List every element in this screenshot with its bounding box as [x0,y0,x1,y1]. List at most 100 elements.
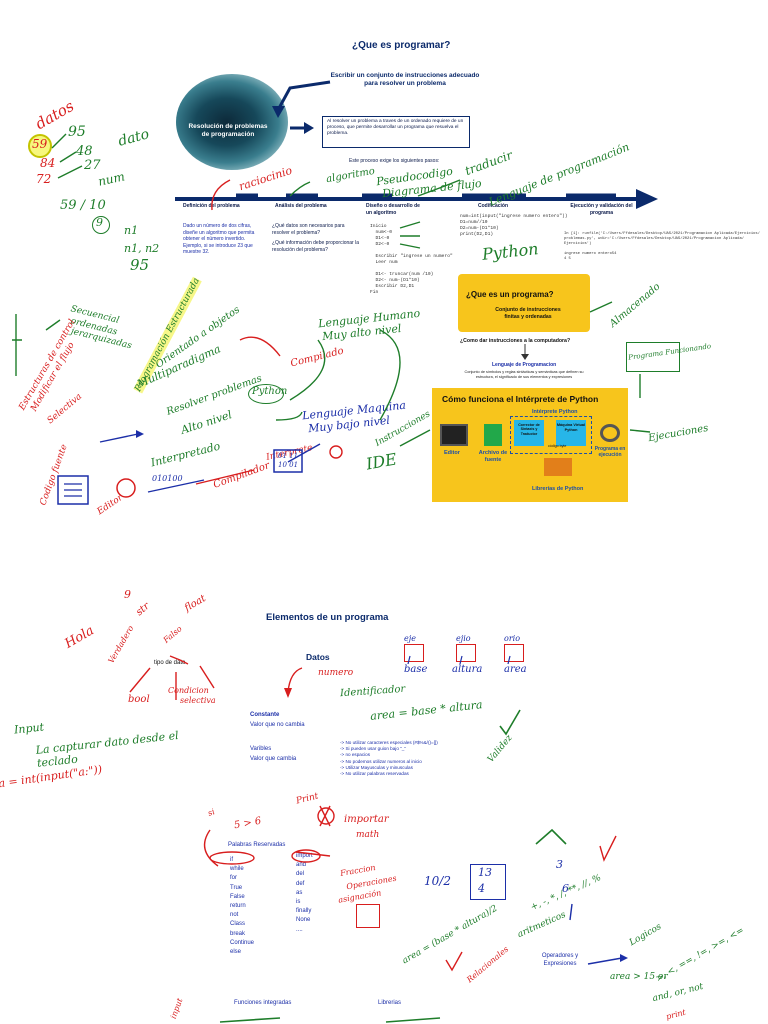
python-item-syntax: Corrector de Sintaxis y Traductor [518,423,540,436]
definition-box [322,116,470,148]
rules-list: -> No utilizar caracteres especiales (#$… [340,740,438,777]
hw-box-label-2: ejio [456,634,471,643]
reserved-word: Continue [230,939,255,946]
cloud-image [176,74,288,170]
reserved-word: .... [296,926,303,933]
reserved-word: not [230,912,239,919]
hw-5910: 59 / 10 [60,198,106,213]
hw-56: importar [344,814,389,825]
python-title: Cómo funciona el Intérprete de Python [442,394,599,404]
console-line: 4 5 [564,257,571,261]
reserved-word: for [230,875,238,882]
datos-label: Datos [306,652,330,662]
python-interp: Intérprete Python [532,409,578,415]
reserved-word: and [296,862,307,869]
code-line: D1<- truncar(num /10) [370,272,434,277]
editor-icon [440,424,468,446]
comm-question: ¿Como dar instrucciones a la computadora… [460,338,571,344]
analysis-q2: ¿Qué información debe proporcionar la re… [272,240,359,253]
reserved-word: finally [296,908,312,915]
hw-10-2: 10/2 [424,874,451,888]
hw-area: area [504,664,527,675]
code-line: D1<-0 [370,236,390,241]
rule-item: -> no espacios [340,752,371,758]
reserved-word: else [230,949,242,956]
card-text: Conjunto de instrucciones finitas y orde… [495,307,561,320]
syntax-box [514,420,544,446]
python-item-file: Archivo de fuente [478,450,508,463]
hw-box-label-1: eje [404,634,416,643]
reserved-word: is [296,899,301,906]
reserved-word: def [296,880,305,887]
console-line: In [1]: runfile('C:/Users/Ffdesales/Desk… [564,232,760,236]
step-5: Ejecución y validación del programa [570,203,633,216]
hw-9: 9 [96,216,103,229]
hw-72: 72 [36,172,52,186]
variables-label: Varibles [250,746,272,752]
hw-circle-9 [92,216,110,234]
reserved-word: break [230,930,246,937]
code-line: D1=num//10 [460,220,488,225]
hw-strokes-2 [129,655,628,1023]
hw-print: math [356,830,380,840]
lang-label: Lenguaje de Programacion [492,362,557,368]
hw-frac-6: 6 [562,882,569,895]
rule-item: -> No utilizar palabras reservadas [340,771,409,777]
gears-icon [600,424,620,442]
step-2: Análisis del problema [275,203,327,209]
step-3: Diseño o desarrollo de un algoritmo [366,203,420,216]
hw-binary-1: 01 11 [278,452,299,460]
bytecode-label: código byte [548,444,567,448]
hw-bool: bool [128,694,150,705]
hw-binary-2: 10 01 [278,461,299,469]
python-item-libs: Librerías de Python [532,486,584,492]
definition-text: Al resolver un problema a traves de un o… [327,119,464,137]
code-line: print(D2,D1) [460,232,494,237]
vm-box [556,420,586,446]
hw-27: 27 [84,158,101,173]
hw-84: 84 [40,156,56,170]
hw-95: 95 [68,124,86,140]
var-box-area [504,644,524,662]
rule-item: -> Utilizar Mayusculas y minusculas [340,764,413,770]
hw-13: 13 [478,866,492,879]
code-line: D2<-0 [370,242,390,247]
hw-program-box [626,342,680,372]
funciones-label: Funciones integradas [234,1000,292,1006]
reserved-word: as [296,889,303,896]
hw-python-circle [248,384,284,404]
hw-binary-3: 010100 [152,474,183,483]
python-item-run: Programa en ejecución [594,446,626,458]
reserved-word: if [230,857,233,863]
operators-label: Operadores y Expresiones [541,953,579,967]
hw-n1n2: n1, n2 [124,242,160,255]
coding-code: num=int(input("ingrese numero entero"))D… [460,214,568,238]
python-item-vm: Máquina Virtual Python [556,423,586,432]
card-title: ¿Que es un programa? [466,290,554,299]
code-line: num=int(input("ingrese numero entero")) [460,214,568,219]
code-line: num<-0 [370,230,393,235]
step-4: Codificación [478,203,509,209]
librerias-label: Librerias [378,1000,402,1006]
interp-frame [510,416,592,454]
var-box-base [404,644,424,662]
hw-frac-3: 3 [556,858,563,871]
arrow-down-icon [521,344,529,360]
code-line: Leer num [370,260,398,265]
code-line: D2<- num-(D1*10) [370,278,420,283]
arrows-top [175,80,658,209]
cloud-label: Resolución de problemas de programación [188,123,268,138]
constante-desc: Valor que no cambia [250,722,305,728]
code-line: D2=num-(D1*10) [460,226,499,231]
exec-code: In [1]: runfile('C:/Users/Ffdesales/Desk… [564,232,764,262]
var-box-altura [456,644,476,662]
hw-95b: 95 [130,256,150,274]
lang-definition: Conjunto de símbolos y reglas sintáctica… [464,370,584,379]
hw-48: 48 [76,144,93,159]
hw-frac-box [470,864,506,900]
hw-box-label-3: orio [504,634,521,643]
algorithm-code: Inicio num<-0 D1<-0 D2<-0 Escribir "ingr… [370,224,460,296]
page-title: ¿Que es programar? [352,40,451,51]
reserved-word: False [230,893,245,900]
